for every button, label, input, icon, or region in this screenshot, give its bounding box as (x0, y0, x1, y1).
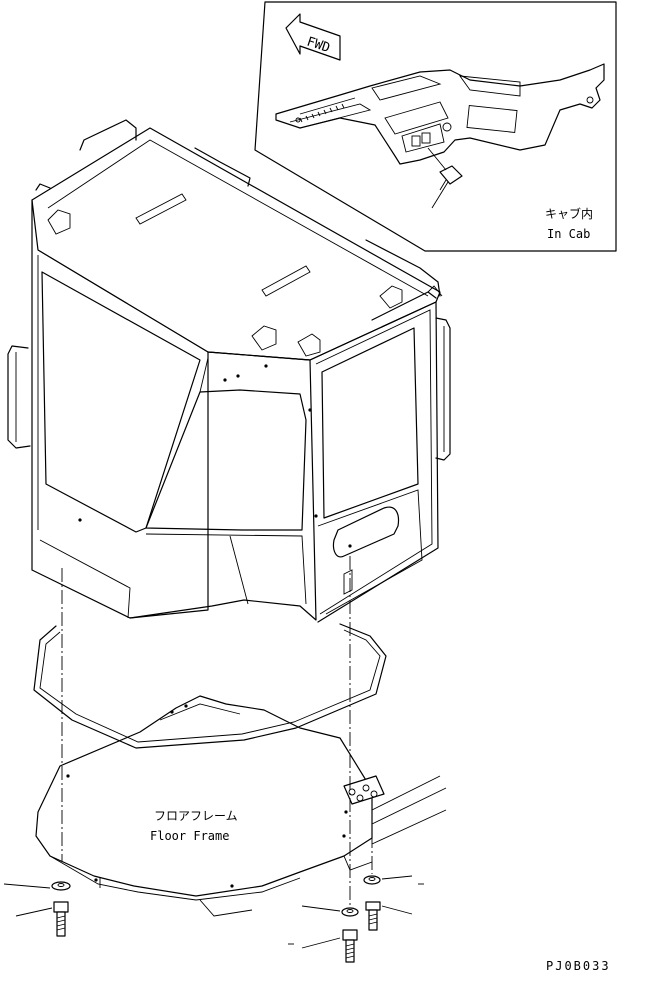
floor-frame-label-jp: フロアフレーム (154, 809, 238, 823)
fwd-label: FWD (305, 35, 332, 57)
washer-right-upper-icon (363, 875, 413, 885)
cab-assembly (7, 119, 451, 623)
in-cab-label-jp: キャブ内 (545, 206, 593, 221)
washer-right-lower-icon (301, 905, 359, 917)
fasteners (3, 875, 424, 963)
dashboard-console (275, 63, 605, 209)
washer-left-icon (3, 881, 71, 891)
floor-frame-label-en: Floor Frame (150, 829, 229, 843)
cab-left-window (41, 271, 201, 533)
cab-roof (31, 127, 441, 361)
floor-frame: フロアフレーム Floor Frame (33, 623, 447, 917)
bolt-right-upper-icon (365, 901, 413, 931)
cab-door-window (321, 327, 419, 519)
cab-right-side (309, 301, 439, 623)
floor-seal-ring (33, 623, 387, 749)
bolt-left-icon (15, 901, 69, 937)
fwd-arrow-icon: FWD (285, 13, 341, 61)
inset-detail: FWD キャブ内 In Cab (254, 1, 617, 252)
drawing-code: PJ0B033 (546, 959, 611, 973)
cab-front-windshield (145, 389, 307, 531)
cab-door-handle-recess (332, 506, 400, 558)
alignment-lines (61, 556, 373, 908)
inset-frame (254, 1, 617, 252)
bolt-right-lower-icon (301, 929, 358, 963)
in-cab-label-en: In Cab (547, 227, 590, 241)
cab-front (129, 351, 317, 621)
